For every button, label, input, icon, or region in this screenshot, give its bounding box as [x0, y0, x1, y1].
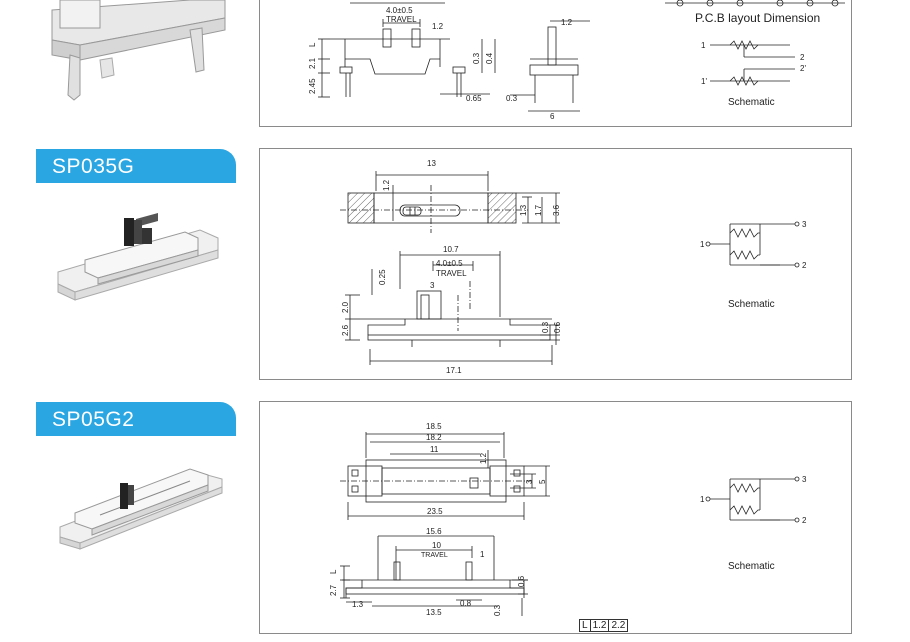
- dim-travel-label-2: TRAVEL: [436, 269, 467, 278]
- pin-2-s2: 2: [802, 261, 807, 270]
- dim-pitch: 1.2: [432, 22, 444, 31]
- drawing-panel-1: 4.0±0.5 TRAVEL 1.2 1.2 L 2.1 2.45 0.3 0.…: [259, 0, 852, 127]
- dim-23-5: 23.5: [427, 507, 443, 516]
- dim-L: L: [308, 42, 317, 47]
- dim-0-6-2: 0.6: [553, 321, 562, 333]
- dim-0-3-2: 0.3: [541, 321, 550, 333]
- drawing-panel-3: 18.5 18.2 11 1.2 3 5 23.5 15.6 10 TRAVEL…: [259, 401, 852, 634]
- dim-3: 3: [430, 281, 435, 290]
- dim-0-8: 0.8: [460, 599, 472, 608]
- dim-1-2: 1.2: [382, 179, 391, 191]
- dim-13: 13: [427, 159, 436, 168]
- product-photo-2: [50, 200, 225, 315]
- schematic-caption-1: Schematic: [728, 97, 775, 108]
- dim-2-1: 2.1: [308, 57, 317, 69]
- model-label-sp035g: SP035G: [36, 149, 236, 183]
- table-cell: 2.2: [608, 619, 629, 632]
- schematic-caption-2: Schematic: [728, 299, 775, 310]
- dim-0-65: 0.65: [466, 94, 482, 103]
- product-photo-3: [50, 455, 230, 560]
- dim-17-1: 17.1: [446, 366, 462, 375]
- outline-drawing-2: 13 1.2 1.3 1.7 3.6 10.7 4.0±0.5 TRAVEL 0…: [340, 159, 807, 375]
- dim-1-s3: 1: [480, 550, 485, 559]
- drawing-panel-2: 13 1.2 1.3 1.7 3.6 10.7 4.0±0.5 TRAVEL 0…: [259, 148, 852, 380]
- pcb-layout-caption: P.C.B layout Dimension: [695, 11, 821, 25]
- pin-2: 2: [800, 53, 805, 62]
- pin-1-s2: 1: [700, 240, 705, 249]
- pin-1-s3: 1: [700, 495, 705, 504]
- dim-2-6: 2.6: [341, 324, 350, 336]
- dim-1-3: 1.3: [352, 600, 364, 609]
- dim-0-6-s3: 0.6: [517, 575, 526, 587]
- dim-2-7: 2.7: [329, 584, 338, 596]
- pin-3-s2: 3: [802, 220, 807, 229]
- model-label-sp05g2: SP05G2: [36, 402, 236, 436]
- dim-0-4: 0.4: [485, 52, 494, 64]
- dim-18-5: 18.5: [426, 422, 442, 431]
- dim-13-5: 13.5: [426, 608, 442, 617]
- pin-1p: 1': [701, 77, 707, 86]
- schematic-caption-3: Schematic: [728, 561, 775, 572]
- dim-18-2: 18.2: [426, 433, 442, 442]
- dim-pitch2: 1.2: [561, 18, 573, 27]
- dim-2-0: 2.0: [341, 301, 350, 313]
- dim-10-7: 10.7: [443, 245, 459, 254]
- dim-10: 10: [432, 541, 441, 550]
- pin-2-s3: 2: [802, 516, 807, 525]
- outline-drawing-1: 4.0±0.5 TRAVEL 1.2 1.2 L 2.1 2.45 0.3 0.…: [308, 0, 845, 121]
- dim-travel-label-3: TRAVEL: [421, 552, 448, 559]
- dim-11: 11: [430, 445, 439, 454]
- dim-0-3: 0.3: [472, 52, 481, 64]
- dim-3-6: 3.6: [552, 204, 561, 216]
- dim-3-s3: 3: [525, 479, 534, 484]
- pin-3-s3: 3: [802, 475, 807, 484]
- dim-0-3-s3: 0.3: [493, 604, 502, 616]
- dim-travel-val-2: 4.0±0.5: [436, 259, 463, 268]
- outline-drawing-3: 18.5 18.2 11 1.2 3 5 23.5 15.6 10 TRAVEL…: [329, 422, 807, 617]
- dim-travel-val: 4.0±0.5: [386, 6, 413, 15]
- table-cell: 1.2: [589, 619, 610, 632]
- dim-2-45: 2.45: [308, 78, 317, 94]
- dim-6: 6: [550, 112, 555, 121]
- product-photo-1: [40, 0, 230, 115]
- pin-1: 1: [701, 41, 706, 50]
- dim-1-2-s3: 1.2: [479, 452, 488, 464]
- dim-1-7: 1.7: [534, 204, 543, 216]
- dimension-table: L 1.2 2.2: [579, 619, 629, 632]
- dim-0-25: 0.25: [378, 269, 387, 285]
- dim-0-3b: 0.3: [506, 94, 518, 103]
- dim-travel-label: TRAVEL: [386, 15, 417, 24]
- pin-2p: 2': [800, 64, 806, 73]
- dim-1-3: 1.3: [519, 204, 528, 216]
- dim-L-s3: L: [329, 569, 338, 574]
- dim-15-6: 15.6: [426, 527, 442, 536]
- dim-5-s3: 5: [538, 479, 547, 484]
